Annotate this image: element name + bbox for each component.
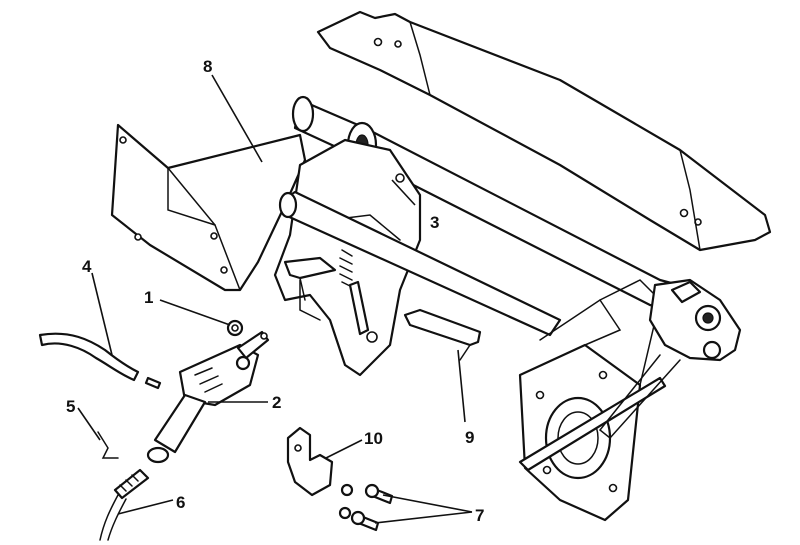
callout-4: 4 [82,257,92,276]
wire-bracket [97,431,119,459]
bracket-part [286,426,334,497]
clip-part [226,319,244,337]
callout-labels: 1 2 3 4 5 6 7 8 9 10 [66,57,484,525]
brake-pedal [403,308,482,361]
push-rod [518,376,667,472]
right-linkage [598,278,742,440]
small-pin [144,376,162,390]
callout-10: 10 [364,429,383,448]
callout-2: 2 [272,393,281,412]
callout-8: 8 [203,57,212,76]
callout-3: 3 [430,213,439,232]
clutch-pedal-arm [283,256,337,301]
clutch-master-cylinder [146,330,270,464]
mounting-bracket [110,123,307,292]
lower-cross-shaft [278,190,562,337]
pedal-spring [339,249,370,336]
callout-1: 1 [144,288,153,307]
bolts-and-nuts [338,483,394,532]
callout-7: 7 [475,506,484,525]
hydraulic-line [99,468,150,541]
callout-9: 9 [465,428,474,447]
callout-6: 6 [176,493,185,512]
callout-5: 5 [66,397,75,416]
leader-lines [77,74,473,524]
hose-part [38,332,140,382]
top-mounting-rail [316,10,772,252]
